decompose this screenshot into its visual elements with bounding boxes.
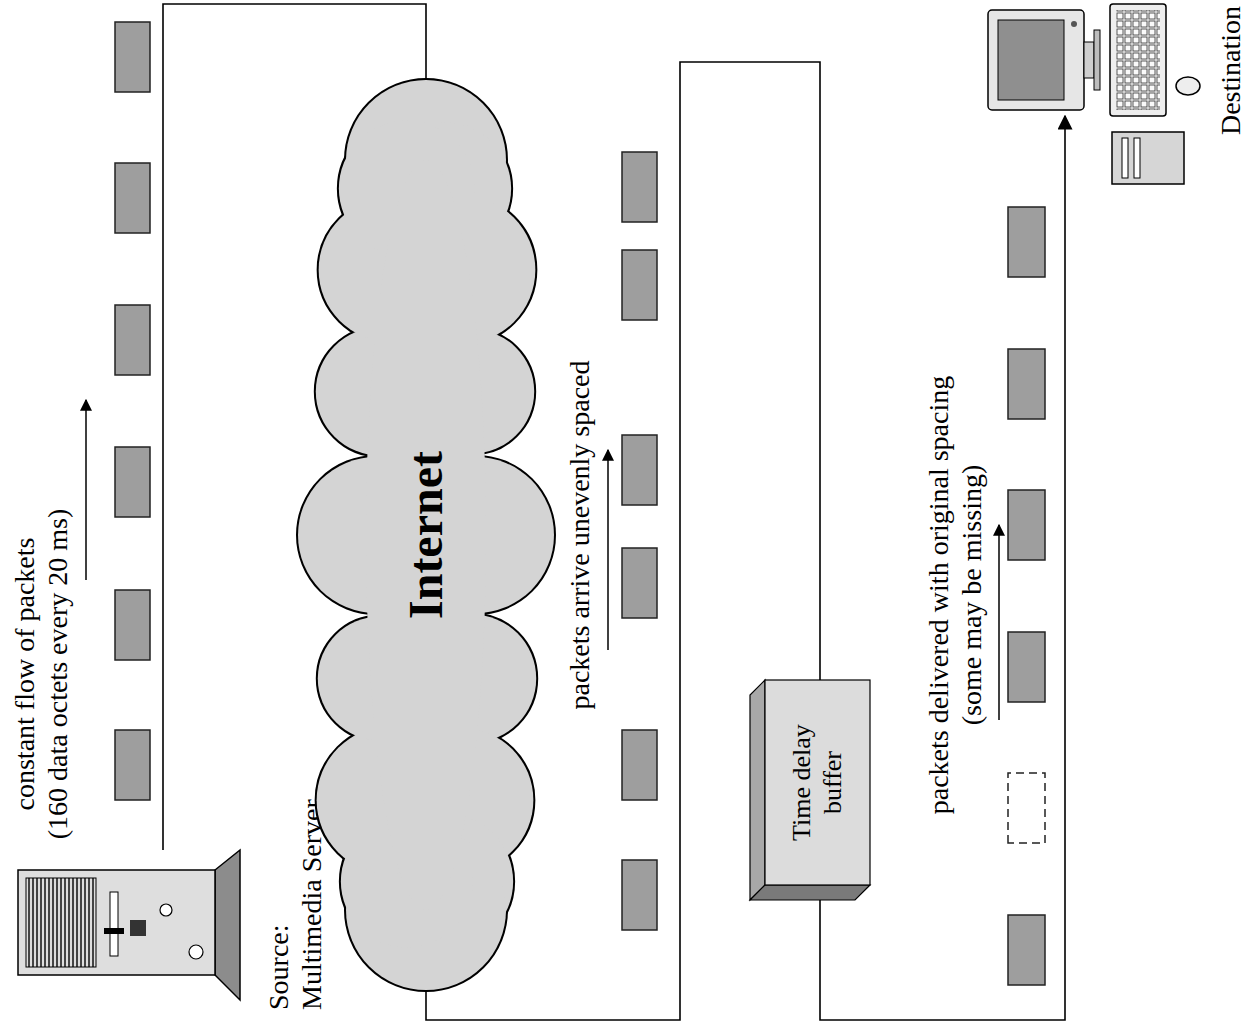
packet [1008,490,1045,560]
cloud-title: Internet [398,451,455,619]
keyboard [1110,4,1166,116]
direction-arrows [86,400,999,720]
server-illustration [18,850,240,1000]
flow-label: packets delivered with original spacing … [922,376,988,815]
server-label: Source: Multimedia Server [262,799,328,1010]
monitor-stand [1084,42,1094,78]
flow-label-holder: constant flow of packets (160 data octet… [8,509,74,839]
server-knob [160,904,172,916]
flow-label-holder: packets arrive unevenly spaced [563,360,596,709]
computer-drive [1134,138,1140,178]
computer-desk-set [988,4,1200,116]
packet [622,250,657,320]
box-top-face [750,680,765,900]
cloud-title-holder: Internet [296,80,556,990]
cloud-fill [298,80,554,990]
buffer-box: Time delay buffer [750,680,870,900]
packet [1008,632,1045,702]
keyboard-keys [1116,10,1160,110]
packet [1008,349,1045,419]
packet [115,447,150,517]
packet-row-arrived [622,152,657,930]
destination-label: Destination [1214,6,1247,135]
packet [622,435,657,505]
monitor-screen [998,20,1064,100]
computer-illustration [988,4,1200,184]
server-node: Source: Multimedia Server [18,850,242,1000]
server-knob [189,945,203,959]
mouse [1176,77,1200,95]
server-drive [110,892,118,956]
direction-arrow [998,525,1000,720]
internet-cloud: Internet [296,80,556,990]
box-side-face [750,885,870,900]
packet [622,730,657,800]
server-base [215,850,240,1000]
packet [115,22,150,92]
packet [622,152,657,222]
cloud-core [366,160,486,910]
packet [115,305,150,375]
server-indicator [130,920,146,936]
monitor-button [1071,21,1077,27]
buffer-label: Time delay buffer [787,724,848,841]
packet [622,548,657,618]
server-drive-latch [104,928,124,934]
packet [115,590,150,660]
packet [622,860,657,930]
flow-label: constant flow of packets (160 data octet… [8,509,74,839]
packet [1008,207,1045,277]
flow-label-holder: packets delivered with original spacing … [922,376,988,815]
packet [1008,915,1045,985]
packet [115,163,150,233]
packet-row-sent [115,22,150,800]
server-vent [26,878,96,967]
computer-tower [1112,132,1184,184]
computer-drive [1122,138,1128,178]
packet [115,730,150,800]
flow-label: packets arrive unevenly spaced [563,360,596,709]
missing-packet [1008,773,1045,843]
monitor-case [988,10,1084,110]
box-front-face [765,680,870,885]
destination-node: Destination [988,4,1210,116]
monitor-foot [1094,30,1100,90]
buffer-label-holder: Time delay buffer [765,680,870,885]
direction-arrow [607,450,609,650]
server-label-holder: Source: Multimedia Server [262,799,328,1010]
destination-label-holder: Destination [1214,6,1247,135]
packet-row-delivered [1008,207,1045,985]
server-body [18,870,215,975]
direction-arrow [85,400,87,580]
cloud-outline [298,80,554,990]
